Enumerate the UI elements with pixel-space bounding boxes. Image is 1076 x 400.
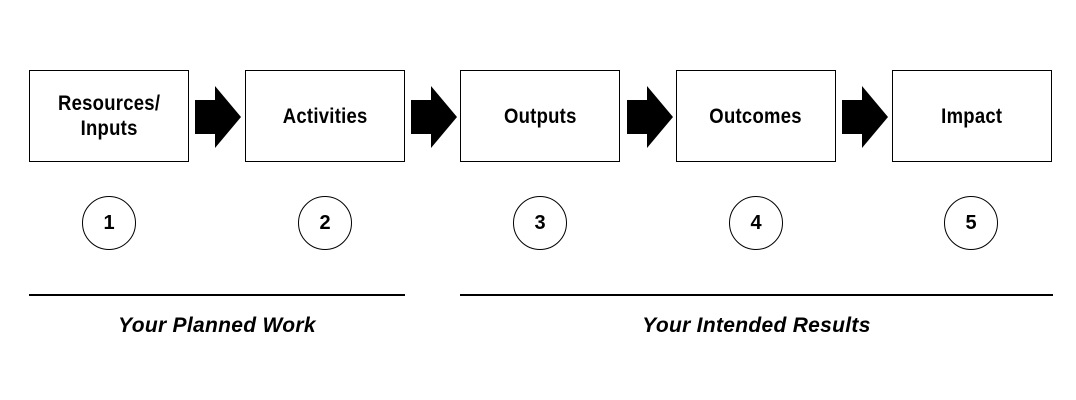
step-box-resources-inputs: Resources/ Inputs [29, 70, 189, 162]
right-arrow-icon [627, 86, 673, 148]
group-rule-planned-work [29, 294, 405, 296]
step-label-activities: Activities [282, 104, 368, 128]
step-label-outcomes: Outcomes [709, 104, 803, 128]
step-number-2: 2 [298, 196, 352, 250]
group-label-planned-work: Your Planned Work [118, 314, 316, 337]
right-arrow-icon [411, 86, 457, 148]
step-label-impact: Impact [941, 104, 1003, 128]
step-label-outputs: Outputs [503, 104, 577, 128]
step-number-3: 3 [513, 196, 567, 250]
step-box-outcomes: Outcomes [676, 70, 836, 162]
step-number-5: 5 [944, 196, 998, 250]
right-arrow-icon [842, 86, 888, 148]
step-box-outputs: Outputs [460, 70, 620, 162]
step-number-1: 1 [82, 196, 136, 250]
step-label-resources-inputs: Resources/ Inputs [57, 92, 161, 140]
step-box-activities: Activities [245, 70, 405, 162]
step-number-4: 4 [729, 196, 783, 250]
group-rule-intended-results [460, 294, 1053, 296]
right-arrow-icon [195, 86, 241, 148]
step-box-impact: Impact [892, 70, 1052, 162]
group-label-intended-results: Your Intended Results [642, 314, 871, 337]
